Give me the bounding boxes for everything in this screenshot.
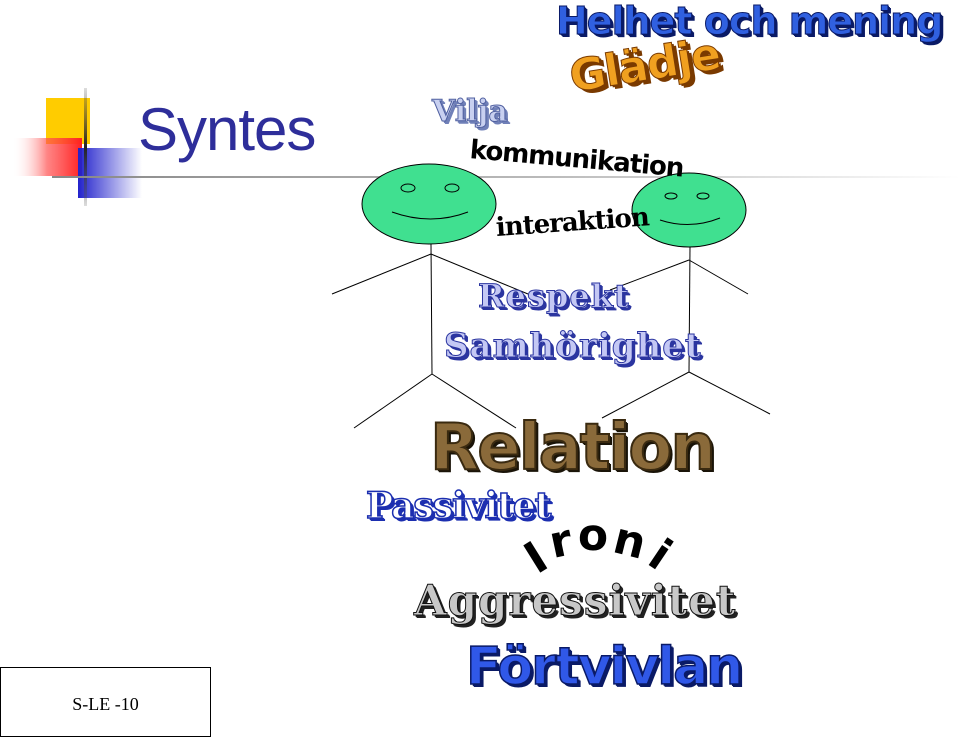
wordart-fortvivlan: Förtvivlan bbox=[465, 637, 744, 697]
wordart-ironi-letter: o bbox=[577, 509, 612, 562]
smiley-eye-icon bbox=[400, 183, 416, 193]
slide-title: Syntes bbox=[138, 96, 316, 163]
wordart-ironi-text: Ironi bbox=[516, 509, 682, 584]
smiley-eye-icon bbox=[664, 192, 678, 200]
footer-label: S-LE -10 bbox=[72, 694, 139, 714]
title-underline bbox=[52, 176, 960, 178]
wordart-ironi-letter: n bbox=[608, 512, 654, 571]
deco-yellow-square bbox=[46, 98, 90, 144]
deco-blue-square bbox=[78, 148, 142, 198]
title-decoration bbox=[12, 88, 960, 206]
smiley-mouth-icon bbox=[659, 217, 721, 225]
smiley-mouth-icon bbox=[391, 211, 469, 220]
wordart-samhorighet: Samhörighet bbox=[444, 326, 702, 366]
figure-leg-right bbox=[431, 373, 517, 429]
left-stick-figure bbox=[331, 163, 529, 429]
figure-body bbox=[688, 246, 691, 373]
wordart-passivitet: Passivitet bbox=[365, 485, 552, 527]
wordart-helhet-och-mening: Helhet och mening bbox=[555, 0, 943, 43]
wordart-ironi-letter: r bbox=[545, 514, 580, 569]
wordart-ironi: Ironi bbox=[516, 509, 682, 584]
wordart-relation: Relation bbox=[429, 411, 717, 485]
figure-leg-right bbox=[688, 371, 771, 415]
figure-body bbox=[430, 243, 433, 375]
wordart-aggressivitet: Aggressivitet bbox=[413, 576, 737, 625]
figure-leg-left bbox=[601, 371, 690, 419]
wordart-vilja: Vilja bbox=[432, 94, 509, 129]
figure-arm-left bbox=[609, 259, 690, 291]
deco-vertical-bar bbox=[84, 88, 87, 206]
figure-arm-right bbox=[688, 259, 749, 295]
right-stick-figure bbox=[601, 172, 771, 419]
smiley-eye-icon bbox=[444, 183, 460, 193]
smiley-face-icon bbox=[361, 163, 497, 245]
smiley-eye-icon bbox=[696, 192, 710, 200]
wordart-respekt: Respekt bbox=[478, 277, 630, 315]
figure-arm-right bbox=[430, 253, 529, 295]
deco-red-square bbox=[12, 138, 82, 176]
figure-arm-left bbox=[331, 253, 432, 295]
smiley-face-icon bbox=[631, 172, 747, 248]
figure-leg-left bbox=[353, 373, 433, 429]
